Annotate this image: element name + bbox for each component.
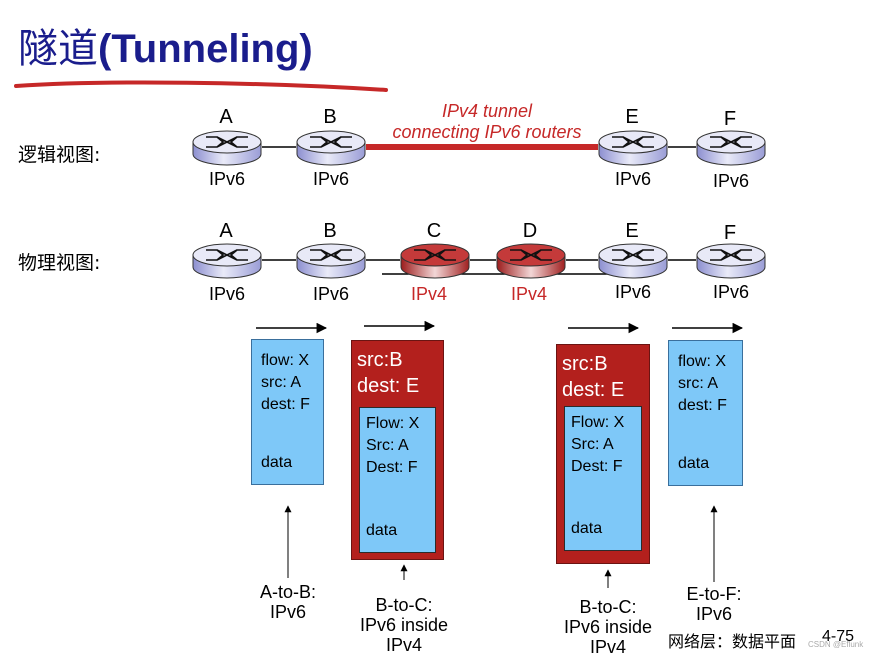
logical-router-f-icon xyxy=(696,130,766,166)
logical-node-f-name: F xyxy=(723,108,737,130)
packet-flow: Flow: X xyxy=(366,415,420,432)
packet-flow: Flow: X xyxy=(571,414,625,431)
physical-node-d-proto: IPv4 xyxy=(510,284,548,304)
caption-b-to-c-1: B-to-C: IPv6 inside IPv4 xyxy=(344,595,464,655)
caption-line: E-to-F: xyxy=(686,584,742,604)
logical-node-a-proto: IPv6 xyxy=(208,169,246,189)
tunnel-caption-line1: IPv4 tunnel xyxy=(441,101,533,121)
caption-line: B-to-C: xyxy=(579,597,637,617)
tunnel-caption: IPv4 tunnel connecting IPv6 routers xyxy=(370,101,604,143)
caption-line: A-to-B: xyxy=(259,582,316,602)
title-underline xyxy=(14,80,388,92)
caption-b-to-c-2: B-to-C: IPv6 inside IPv4 xyxy=(548,597,668,657)
ipv4-dest: dest: E xyxy=(357,375,420,397)
ipv4-dest: dest: E xyxy=(562,379,625,401)
caption-e-to-f: E-to-F: IPv6 xyxy=(664,584,764,624)
logical-view-label: 逻辑视图: xyxy=(18,144,101,166)
ipv4-src: src:B xyxy=(357,349,403,371)
packet-src: src: A xyxy=(678,375,719,392)
tunnel-caption-line2: connecting IPv6 routers xyxy=(392,122,582,142)
ipv4-encapsulated-packet-1: src:B dest: E Flow: X Src: A Dest: F dat… xyxy=(351,340,444,560)
ipv4-header: src:B dest: E xyxy=(557,345,649,403)
physical-router-e-icon xyxy=(598,243,668,279)
packet-data: data xyxy=(261,454,293,471)
logical-node-b-name: B xyxy=(323,106,337,128)
physical-node-d-name: D xyxy=(522,220,538,242)
logical-node-f-proto: IPv6 xyxy=(712,171,750,191)
caption-line: IPv4 xyxy=(589,637,627,657)
inner-ipv6-packet: Flow: X Src: A Dest: F data xyxy=(564,406,642,551)
logical-node-e-proto: IPv6 xyxy=(614,169,652,189)
physical-router-b-icon xyxy=(296,243,366,279)
packet-dest: dest: F xyxy=(678,397,727,414)
caption-line: B-to-C: xyxy=(375,595,433,615)
page-title: 隧道(Tunneling) xyxy=(18,16,313,74)
packet-flow: flow: X xyxy=(261,352,310,369)
caption-line: IPv6 xyxy=(269,602,307,622)
logical-node-b-proto: IPv6 xyxy=(312,169,350,189)
packet-dest: Dest: F xyxy=(366,459,418,476)
ipv6-packet-e-to-f: flow: X src: A dest: F data xyxy=(668,340,743,486)
physical-node-a-name: A xyxy=(219,220,233,242)
packet-src: Src: A xyxy=(571,436,614,453)
physical-node-a-proto: IPv6 xyxy=(208,284,246,304)
physical-router-a-icon xyxy=(192,243,262,279)
physical-node-f-name: F xyxy=(723,222,737,244)
physical-node-b-proto: IPv6 xyxy=(312,284,350,304)
arrows-layer xyxy=(256,320,744,588)
physical-view-label: 物理视图: xyxy=(18,252,101,274)
caption-line: IPv6 xyxy=(695,604,733,624)
packet-flow: flow: X xyxy=(678,353,727,370)
ipv6-packet-a-to-b: flow: X src: A dest: F data xyxy=(251,339,324,485)
title-latin: (Tunneling) xyxy=(98,27,313,71)
physical-node-c-name: C xyxy=(426,220,442,242)
physical-node-f-proto: IPv6 xyxy=(712,282,750,302)
physical-router-c-icon xyxy=(400,243,470,279)
packet-src: src: A xyxy=(261,374,302,391)
title-cjk: 隧道 xyxy=(18,26,98,72)
packet-data: data xyxy=(571,520,603,537)
physical-node-e-name: E xyxy=(625,220,639,242)
logical-node-a-name: A xyxy=(219,106,233,128)
packet-src: Src: A xyxy=(366,437,409,454)
footer-section: 网络层：数据平面 xyxy=(668,632,797,651)
caption-line: IPv4 xyxy=(385,635,423,655)
packet-data: data xyxy=(678,455,710,472)
caption-line: IPv6 inside xyxy=(563,617,653,637)
packet-dest: dest: F xyxy=(261,396,310,413)
watermark: CSDN @Eflunk xyxy=(808,640,864,649)
footer-page-number: 4-75 xyxy=(822,628,855,645)
caption-line: IPv6 inside xyxy=(359,615,449,635)
caption-a-to-b: A-to-B: IPv6 xyxy=(238,582,338,622)
packet-dest: Dest: F xyxy=(571,458,623,475)
physical-node-c-proto: IPv4 xyxy=(410,284,448,304)
logical-router-a-icon xyxy=(192,130,262,166)
logical-router-e-icon xyxy=(598,130,668,166)
inner-ipv6-packet: Flow: X Src: A Dest: F data xyxy=(359,407,436,553)
ipv4-encapsulated-packet-2: src:B dest: E Flow: X Src: A Dest: F dat… xyxy=(556,344,650,564)
packet-data: data xyxy=(366,522,398,539)
physical-router-d-icon xyxy=(496,243,566,279)
physical-node-e-proto: IPv6 xyxy=(614,282,652,302)
ipv4-src: src:B xyxy=(562,353,608,375)
logical-router-b-icon xyxy=(296,130,366,166)
logical-node-e-name: E xyxy=(625,106,639,128)
physical-node-b-name: B xyxy=(323,220,337,242)
links-layer xyxy=(262,144,696,275)
ipv4-header: src:B dest: E xyxy=(352,341,443,399)
physical-router-f-icon xyxy=(696,243,766,279)
